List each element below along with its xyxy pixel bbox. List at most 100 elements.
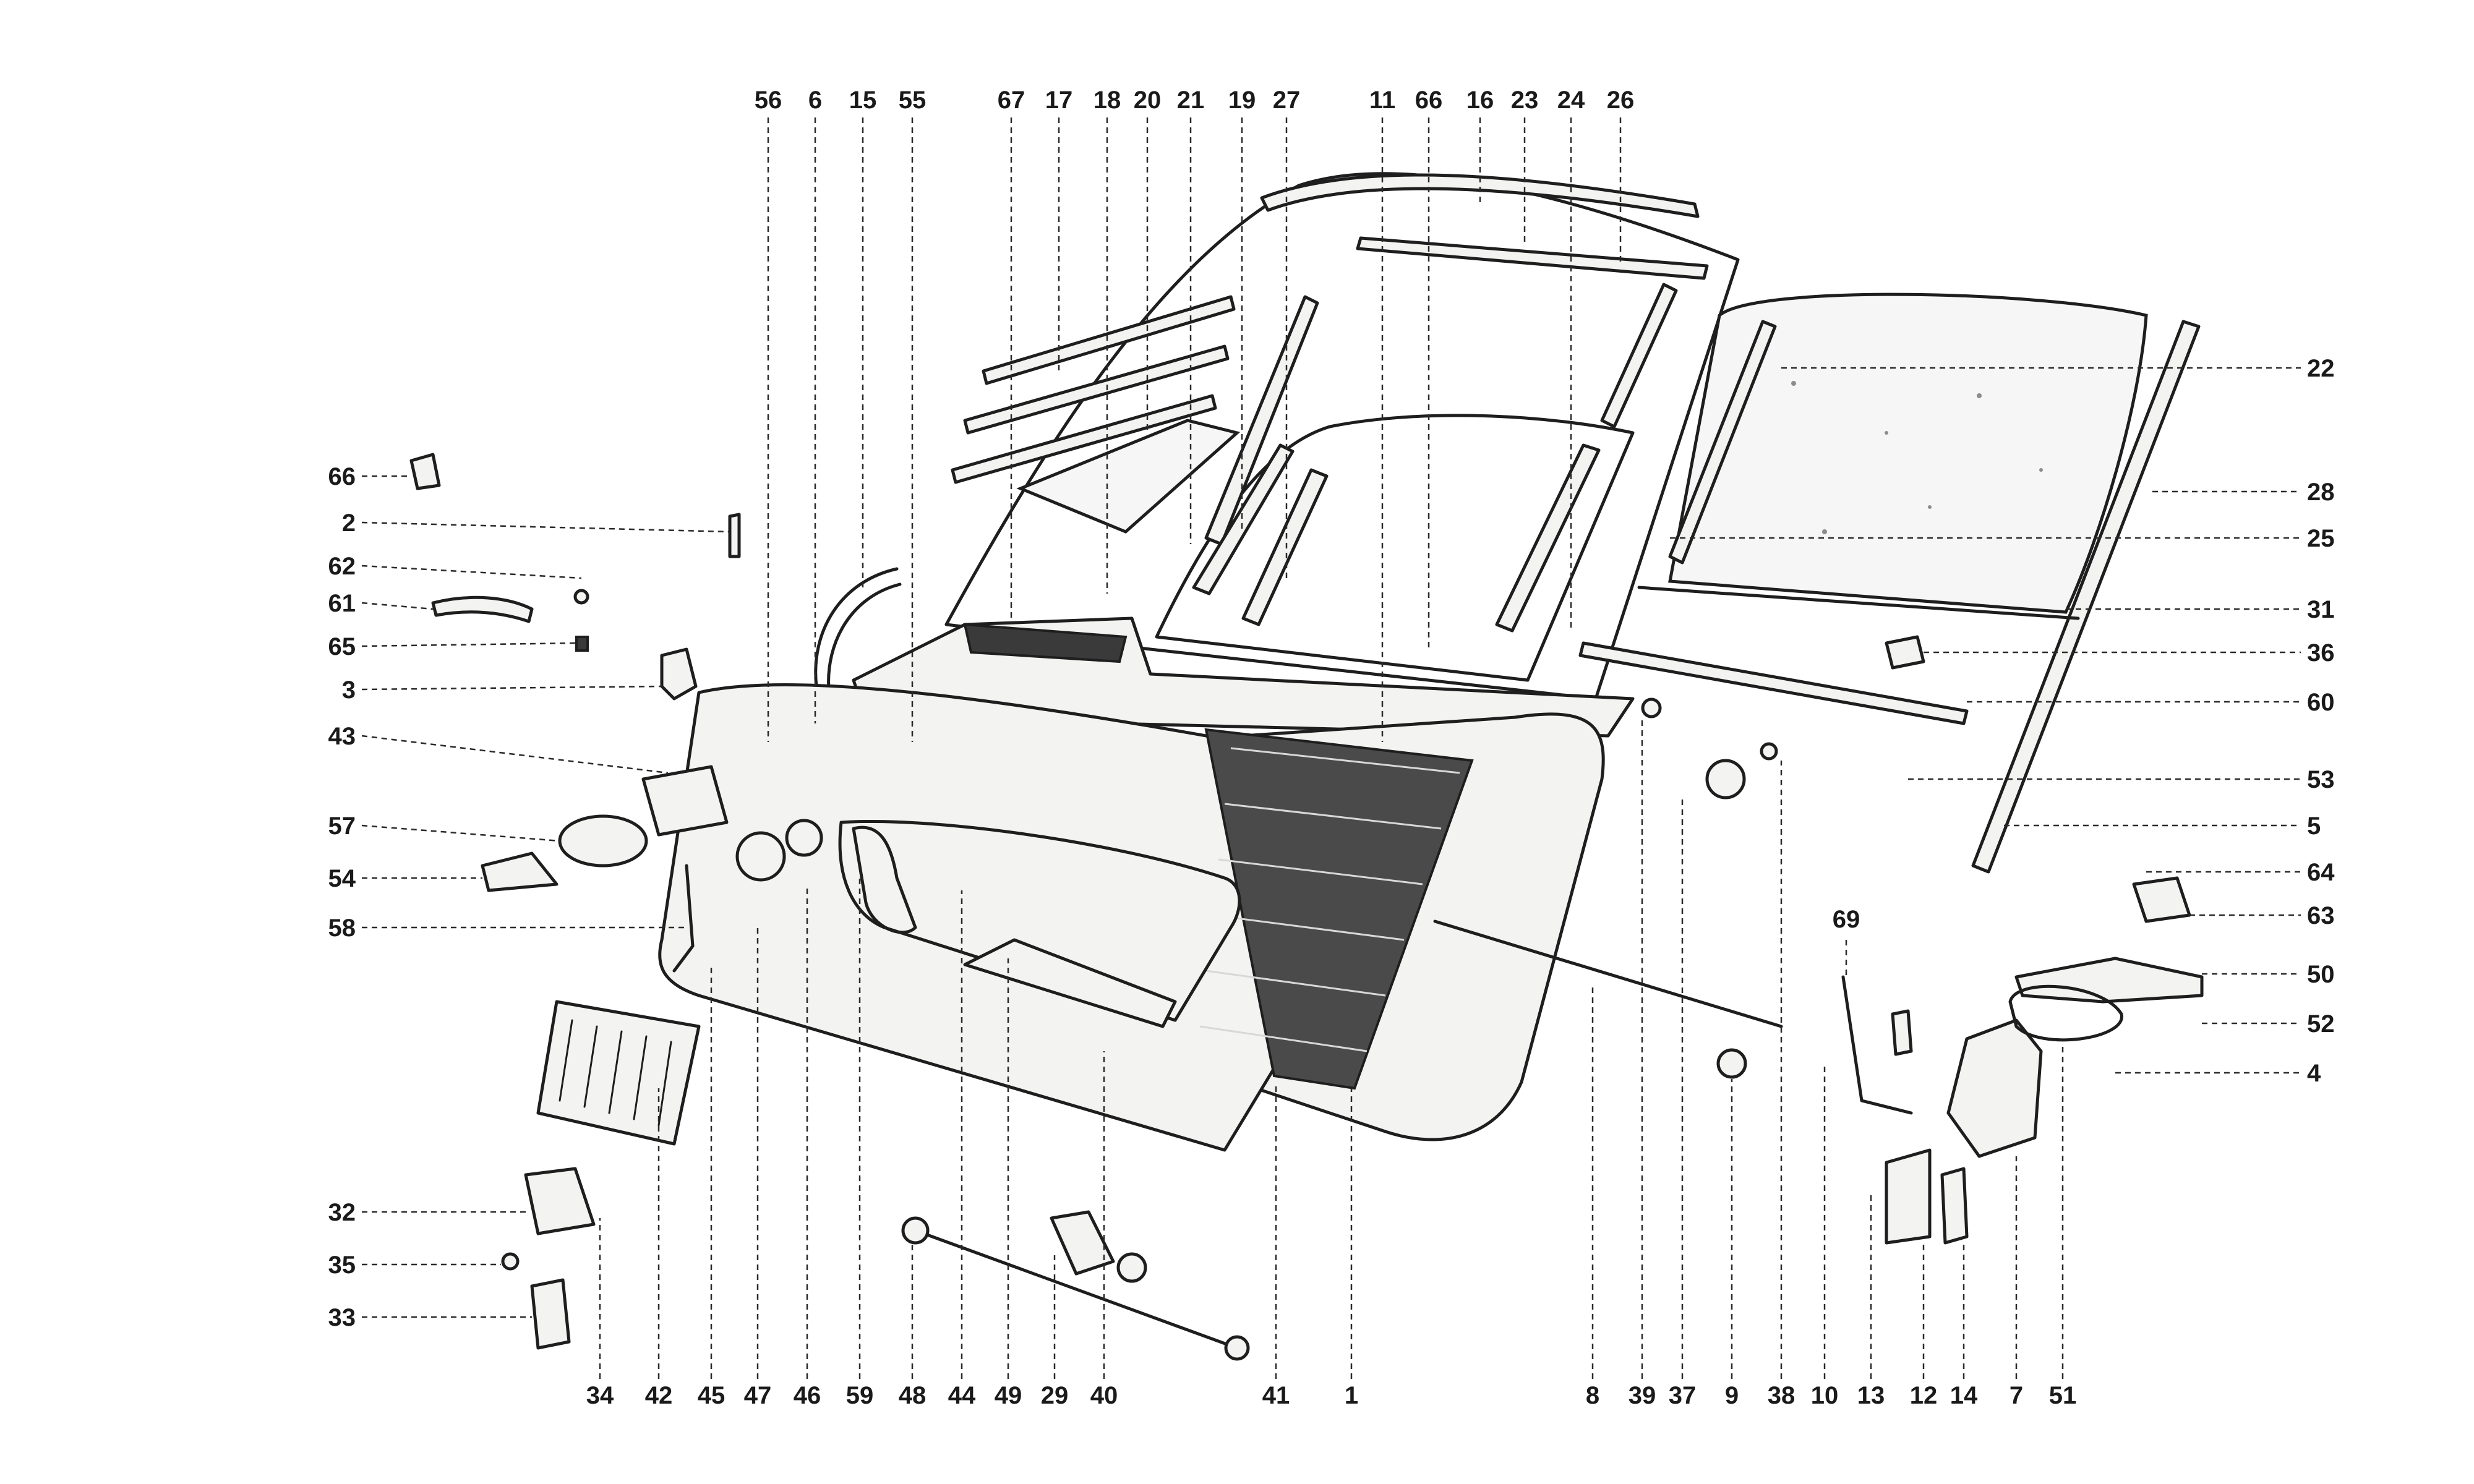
armrest-pocket (838, 819, 1241, 1022)
lock-body-7 (1946, 1018, 2043, 1158)
callout-bottom-16: 9 (1725, 1382, 1739, 1409)
bottom-bar-31 (1637, 586, 2080, 620)
callout-bottom-1: 42 (645, 1382, 673, 1409)
callout-left-9: 58 (328, 915, 356, 942)
callout-top-0: 56 (755, 87, 782, 114)
lock-knob-58 (672, 864, 695, 973)
bottom-callouts: 34 42 45 47 46 59 48 44 49 29 40 41 1 8 … (586, 1382, 2077, 1409)
callout-top-13: 16 (1466, 87, 1494, 114)
channel-right-b (1600, 283, 1678, 429)
callout-top-10: 27 (1273, 87, 1301, 114)
callout-bottom-23: 51 (2049, 1382, 2077, 1409)
callout-bottom-13: 8 (1586, 1382, 1599, 1409)
knob-59 (735, 831, 786, 882)
strip-20 (951, 394, 1217, 484)
pin-2 (728, 513, 741, 558)
channel-21 (1192, 443, 1295, 595)
callout-left-4: 65 (328, 633, 356, 660)
callout-right-5: 60 (2307, 689, 2335, 716)
lock-plate-32 (524, 1167, 596, 1235)
speaker-cover-slots (559, 1019, 672, 1127)
seal-15-inner (827, 582, 902, 691)
callout-bottom-7: 44 (948, 1382, 976, 1409)
door-parts-drawing (409, 172, 2204, 1361)
callout-top-8: 21 (1177, 87, 1205, 114)
screw-62 (573, 589, 589, 605)
callout-right-4: 36 (2307, 639, 2335, 667)
callout-top-14: 23 (1511, 87, 1539, 114)
outer-handle-50 (2014, 957, 2204, 1004)
vent-window-glass (1016, 419, 1241, 534)
callout-bottom-3: 47 (744, 1382, 772, 1409)
callout-left-5: 3 (342, 676, 356, 704)
leader-lines (361, 117, 2301, 1379)
channel-19 (1204, 295, 1319, 546)
callout-left-11: 35 (328, 1252, 356, 1279)
callout-bottom-5: 59 (846, 1382, 874, 1409)
callout-top-16: 26 (1607, 87, 1635, 114)
callout-right-3: 31 (2307, 596, 2335, 623)
callout-top-5: 17 (1045, 87, 1073, 114)
callout-top-6: 18 (1094, 87, 1121, 114)
callout-top-2: 15 (849, 87, 877, 114)
lock-plate-14 (1940, 1167, 1969, 1245)
callout-bottom-2: 45 (698, 1382, 726, 1409)
callout-right-9: 63 (2307, 902, 2335, 929)
right-callouts: 22 28 25 31 36 60 53 5 64 63 50 52 4 (2307, 355, 2335, 1087)
callout-left-8: 54 (328, 865, 356, 892)
regulator-arm (1050, 1210, 1115, 1276)
ring-45 (785, 819, 823, 857)
channel-27 (1241, 468, 1329, 626)
glass-specks (1791, 381, 2043, 534)
grille-lines (1199, 747, 1460, 1052)
bracket-3 (660, 647, 698, 701)
pull-handle-49 (963, 938, 1177, 1028)
callout-bottom-12: 1 (1345, 1382, 1358, 1409)
callout-top-1: 6 (808, 87, 822, 114)
lower-channel-60 (1578, 641, 1969, 725)
glass-channel-25 (1668, 320, 1777, 565)
callout-bottom-14: 39 (1629, 1382, 1656, 1409)
plug-9 (1716, 1048, 1747, 1079)
regulator-rod-8 (1433, 919, 1783, 1028)
callout-bottom-9: 29 (1041, 1382, 1069, 1409)
callout-bottom-21: 14 (1950, 1382, 1978, 1409)
callout-right-2: 25 (2307, 525, 2335, 552)
clip-66 (409, 453, 441, 490)
callout-top-15: 24 (1557, 87, 1585, 114)
clip-53 (1891, 1009, 1913, 1056)
handle-loop-51 (2008, 984, 2123, 1042)
callout-left-10: 32 (328, 1199, 356, 1226)
callout-left-1: 2 (342, 510, 356, 537)
clip-36 (1885, 635, 1925, 670)
callout-bottom-4: 46 (794, 1382, 821, 1409)
callout-bottom-8: 49 (995, 1382, 1022, 1409)
speaker-grille (1204, 728, 1474, 1090)
callout-right-10: 50 (2307, 961, 2335, 988)
callout-bottom-6: 48 (899, 1382, 927, 1409)
channel-right-a (1495, 443, 1601, 633)
callout-right-8: 64 (2307, 859, 2335, 886)
callout-right-1: 28 (2307, 479, 2335, 506)
lock-plate-12 (1885, 1148, 1932, 1245)
lock-cylinder-63 (2132, 876, 2191, 923)
escutcheon-43 (641, 765, 729, 837)
strip-18 (963, 344, 1230, 435)
callout-top-11: 11 (1369, 87, 1395, 114)
callout-inner-0: 69 (1833, 906, 1860, 933)
callout-left-6: 43 (328, 723, 356, 750)
regulator-pivot-48 (901, 1216, 930, 1245)
callout-left-12: 33 (328, 1304, 356, 1331)
handle-57 (558, 814, 648, 868)
callout-right-7: 5 (2307, 812, 2321, 840)
inner-handle-recess (852, 825, 917, 934)
callout-right-0: 22 (2307, 355, 2335, 382)
callout-bottom-11: 41 (1262, 1382, 1290, 1409)
spring-65 (575, 636, 589, 652)
callout-top-9: 19 (1228, 87, 1256, 114)
callout-top-12: 66 (1415, 87, 1443, 114)
callout-top-7: 20 (1134, 87, 1162, 114)
callout-bottom-19: 13 (1857, 1382, 1885, 1409)
callout-top-4: 67 (998, 87, 1025, 114)
